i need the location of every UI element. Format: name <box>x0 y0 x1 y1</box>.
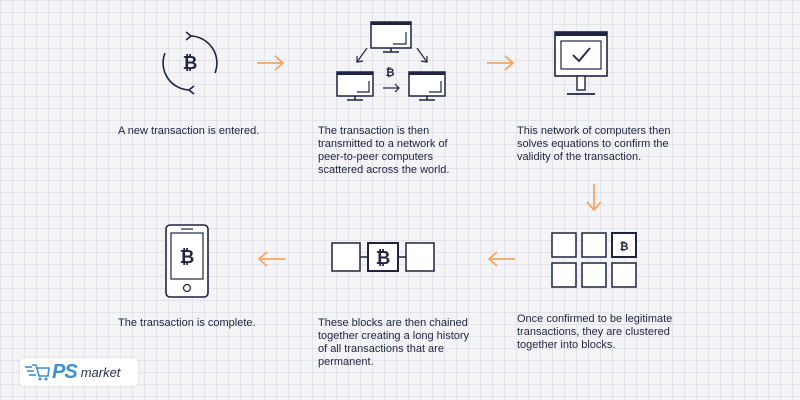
bitcoin-symbol: ₿ <box>620 240 629 253</box>
shopping-cart-icon <box>25 364 50 381</box>
step-4-description: Once confirmed to be legitimate transact… <box>517 313 673 351</box>
ps-market-logo: PS market <box>20 358 138 386</box>
step-1-description: A new transaction is entered. <box>118 125 260 137</box>
bitcoin-symbol: ₿ <box>180 247 195 268</box>
bitcoin-symbol: ₿ <box>183 53 198 74</box>
arrow-down-icon <box>586 184 602 212</box>
logo-market-text: market <box>80 364 121 380</box>
arrow-right-icon <box>257 55 285 71</box>
bitcoin-cycle-icon: ₿ <box>162 31 218 95</box>
smartphone-icon: ₿ <box>165 224 209 298</box>
arrow-left-icon <box>487 251 515 267</box>
step-5-description: These blocks are then chained together c… <box>318 317 470 368</box>
verified-monitor-icon <box>554 31 608 95</box>
peer-network-icon: ₿ <box>336 21 446 101</box>
block-grid-icon: ₿ <box>551 232 637 288</box>
arrow-left-icon <box>257 251 285 267</box>
step-3-description: This network of computers then solves eq… <box>517 125 671 163</box>
bitcoin-symbol: ₿ <box>376 248 391 269</box>
bitcoin-symbol: ₿ <box>386 66 395 79</box>
logo-ps-text: PS <box>52 360 78 383</box>
step-6-description: The transaction is complete. <box>118 317 256 329</box>
chained-blocks-icon: ₿ <box>331 242 435 272</box>
arrow-right-icon <box>487 55 515 71</box>
step-2-description: The transaction is then transmitted to a… <box>318 125 450 176</box>
